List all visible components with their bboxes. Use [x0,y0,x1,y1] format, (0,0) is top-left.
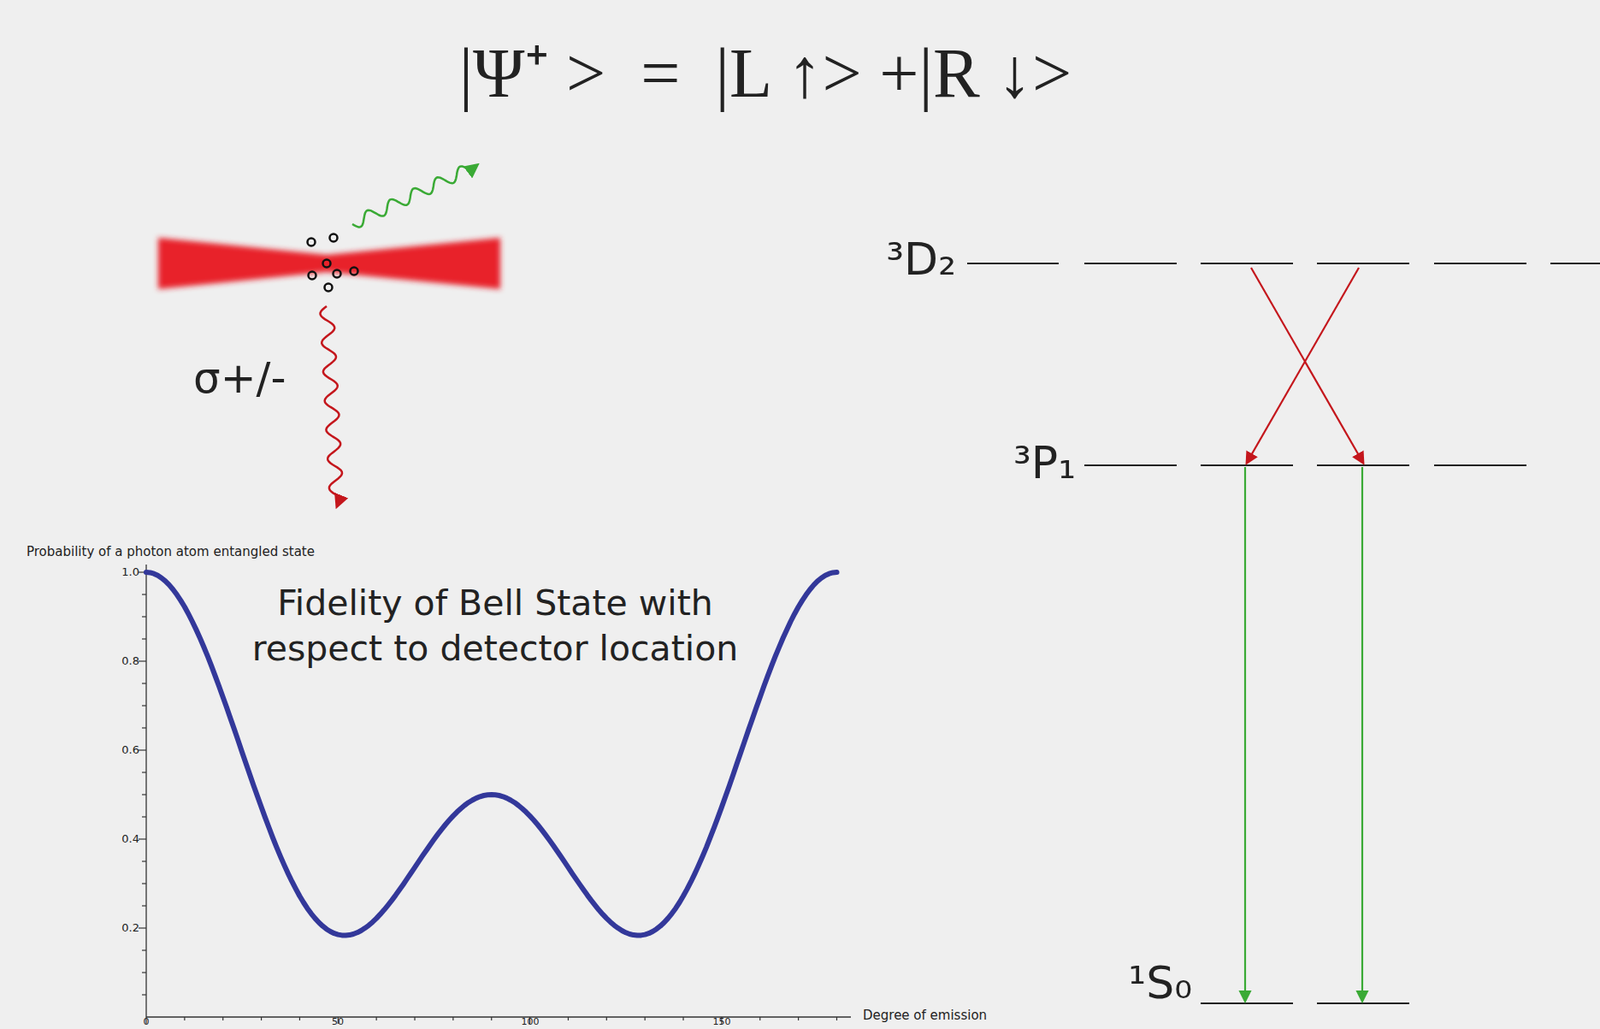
tick [836,1016,838,1021]
tick [644,1016,646,1021]
tick [141,971,147,973]
tick-label: 0.4 [121,832,140,846]
tick [490,1016,492,1021]
tick [452,1016,454,1021]
tick [299,1016,301,1021]
chart-ticks [138,572,837,1024]
fidelity-curve [146,572,838,936]
bell-state-equation: |Ψ⁺ > = |L ↑> +|R ↓> [459,33,1073,114]
tick [141,726,147,728]
tick [141,637,147,639]
tick [567,1016,569,1021]
chart-title: Fidelity of Bell State with respect to d… [221,580,769,673]
tick [141,904,147,906]
tick [759,1016,761,1021]
chart-axes [146,564,851,1017]
tick [138,926,147,928]
tick [797,1016,799,1021]
tick [141,815,147,817]
tick-label: 150 [713,1016,732,1028]
level-label: ³D₂ [885,234,957,286]
tick-label: 0 [143,1016,150,1028]
tick [138,749,147,750]
tick [183,1016,185,1021]
tick [141,704,147,706]
tick [138,838,147,839]
tick [141,860,147,862]
tick [260,1016,262,1021]
tick [141,615,147,617]
level-label: ¹S₀ [1127,957,1193,1010]
tick [222,1016,224,1021]
tick [138,660,147,662]
axis-title: Degree of emission [862,1008,987,1023]
atoms [307,234,359,292]
red-photon [320,306,343,507]
tick-label: 0.2 [121,921,140,935]
transition-arrows [1245,267,1364,1001]
tick [141,771,147,773]
tick [141,949,147,951]
green-photon [352,165,478,227]
tick [141,793,147,795]
tick-label: 50 [331,1016,344,1028]
laser-beam [158,237,501,290]
tick [413,1016,415,1021]
tick-label: 100 [521,1016,540,1028]
tick [682,1016,684,1021]
energy-levels [967,263,1600,1004]
tick [141,882,147,884]
tick [141,593,147,595]
tick [141,993,147,995]
axis-title: Probability of a photon atom entangled s… [26,544,315,560]
tick-label: 0.8 [121,655,140,668]
tick [606,1016,608,1021]
tick-label: 0.6 [121,743,140,757]
tick [141,682,147,684]
tick-label: 1.0 [121,566,140,579]
tick [376,1016,378,1021]
level-label: ³P₁ [1013,437,1076,490]
polarization-label: σ+/- [193,354,286,404]
